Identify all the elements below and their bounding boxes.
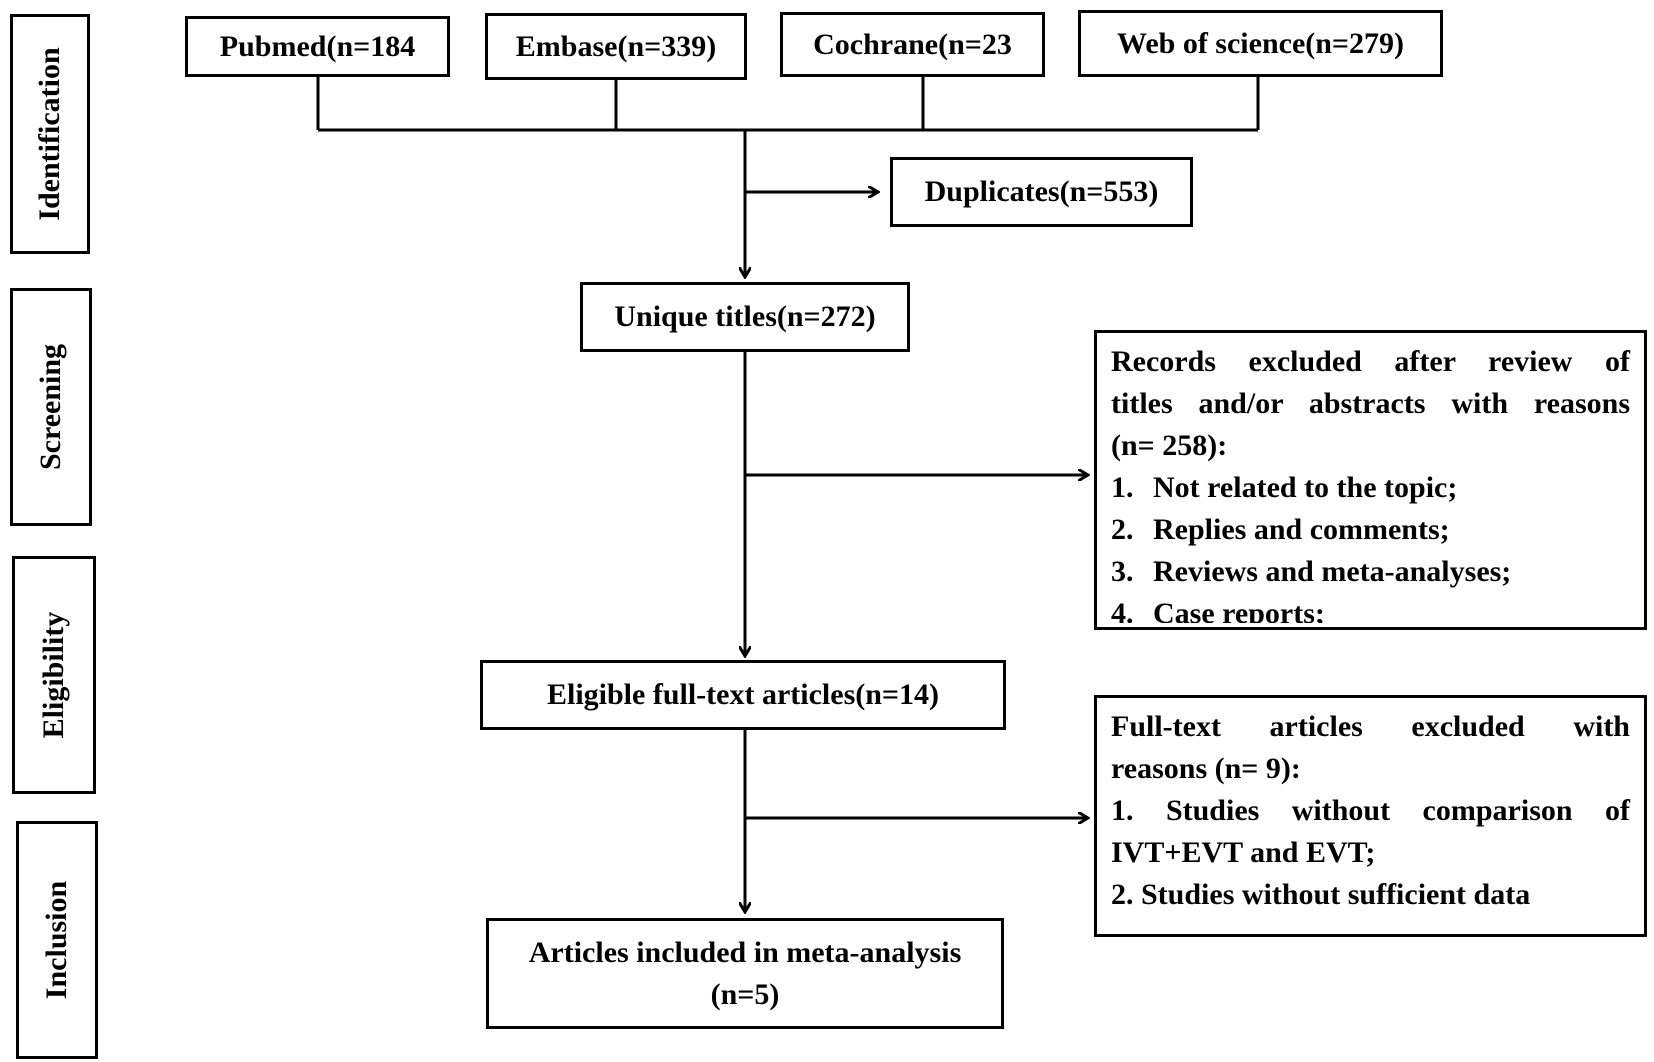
- list-item-text: Case reports;: [1153, 597, 1325, 623]
- fulltext-exclusion-item1-line2: IVT+EVT and EVT;: [1111, 836, 1376, 869]
- fulltext-exclusion-box: Full-text articles excluded with reasons…: [1094, 695, 1647, 937]
- stage-inclusion: Inclusion: [16, 821, 98, 1059]
- list-item-number: 1.: [1111, 471, 1134, 504]
- list-item-text: Reviews and meta-analyses;: [1153, 555, 1512, 588]
- screening-exclusion-box: Records excluded after review of titles …: [1094, 330, 1647, 630]
- embase-box: Embase(n=339): [485, 13, 747, 80]
- unique-titles-box: Unique titles(n=272): [580, 282, 910, 352]
- included-line1: Articles included in meta-analysis: [528, 935, 962, 969]
- screening-exclusion-line1: Records excluded after review of: [1111, 345, 1630, 378]
- included-articles-box: Articles included in meta-analysis (n=5): [486, 918, 1004, 1029]
- stage-screening: Screening: [10, 288, 92, 526]
- fulltext-exclusion-item2: 2. Studies without sufficient data: [1111, 878, 1531, 911]
- list-item-number: 2.: [1111, 513, 1134, 546]
- stage-inclusion-label: Inclusion: [40, 880, 73, 1000]
- eligible-articles-box: Eligible full-text articles(n=14): [480, 660, 1006, 730]
- stage-screening-label: Screening: [34, 343, 67, 471]
- stage-eligibility: Eligibility: [12, 556, 96, 794]
- duplicates-box: Duplicates(n=553): [890, 157, 1193, 227]
- cochrane-box: Cochrane(n=23: [780, 12, 1045, 77]
- fulltext-exclusion-line1: Full-text articles excluded with: [1111, 710, 1630, 743]
- fulltext-exclusion-item1-line1: 1. Studies without comparison of: [1111, 794, 1630, 827]
- screening-exclusion-line2: titles and/or abstracts with reasons: [1111, 387, 1630, 420]
- stage-identification: Identification: [10, 14, 90, 254]
- list-item: 3. Reviews and meta-analyses;: [1111, 551, 1630, 593]
- fulltext-exclusion-line2: reasons (n= 9):: [1111, 752, 1301, 785]
- list-item: 4. Case reports;: [1111, 593, 1630, 623]
- list-item-text: Not related to the topic;: [1153, 471, 1458, 504]
- list-item-number: 4.: [1111, 597, 1134, 623]
- stage-identification-label: Identification: [33, 47, 66, 221]
- stage-eligibility-label: Eligibility: [37, 611, 70, 739]
- pubmed-box: Pubmed(n=184: [185, 16, 450, 77]
- list-item: 2. Replies and comments;: [1111, 509, 1630, 551]
- screening-exclusion-line3: (n= 258):: [1111, 429, 1228, 462]
- list-item-text: Replies and comments;: [1153, 513, 1450, 546]
- included-line2: (n=5): [710, 977, 780, 1011]
- list-item: 1. Not related to the topic;: [1111, 467, 1630, 509]
- list-item-number: 3.: [1111, 555, 1134, 588]
- web-of-science-box: Web of science(n=279): [1078, 10, 1443, 77]
